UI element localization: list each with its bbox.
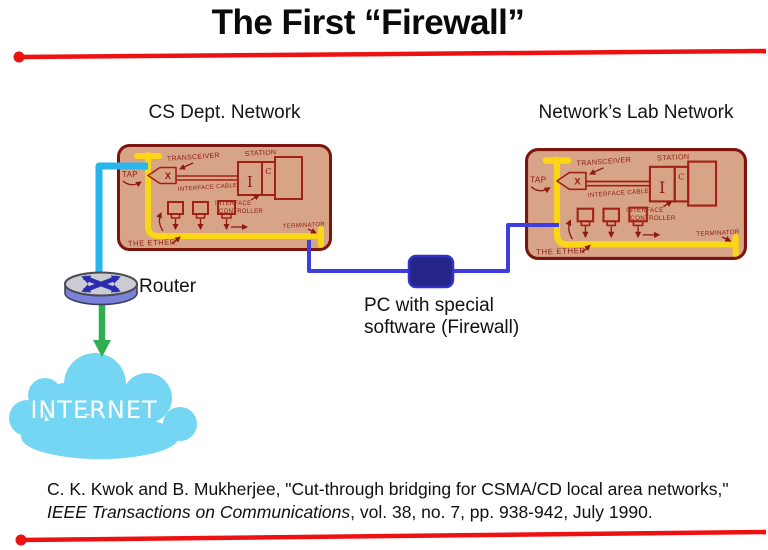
workstation: [602, 207, 620, 239]
pc-label: PC with special software (Firewall): [364, 295, 519, 339]
router-icon: [64, 271, 138, 306]
ether-pointer-arrow: [581, 244, 591, 254]
cloud-bump: [9, 400, 45, 436]
router-uplink-line: [95, 162, 148, 277]
network-panel: [525, 148, 748, 260]
interface-cable-label: INTERFACE CABLE: [178, 183, 238, 193]
bottom-rule-line: [19, 529, 767, 543]
network-label-left: CS Dept. Network: [148, 102, 301, 123]
the-ether-label: THE ETHER: [128, 237, 176, 248]
terminator-pointer-arrow: [721, 236, 732, 242]
controller-c-label: C: [265, 167, 271, 176]
interface-i-label: I: [659, 179, 665, 197]
transceiver-label: TRANSCEIVER: [576, 155, 631, 168]
ether-pointer-arrow: [171, 236, 181, 245]
controller-pointer-arrow: [250, 194, 260, 201]
network-label-right: Network’s Lab Network: [538, 102, 734, 123]
tap-label: TAP: [122, 170, 138, 179]
router-x-arm: [100, 281, 121, 293]
top-rule-dot: [13, 51, 25, 63]
internet-arrow-head: [93, 340, 111, 357]
workstation-base: [221, 213, 232, 219]
tap-label: TAP: [530, 174, 546, 184]
citation: C. K. Kwok and B. Mukherjee, "Cut-throug…: [47, 478, 729, 523]
interface-label: INTERFACE: [626, 207, 663, 214]
router-label: Router: [139, 276, 197, 297]
cloud-bump: [43, 383, 87, 427]
workstation: [192, 201, 209, 230]
pc-firewall-box: [407, 254, 455, 289]
station-box: [687, 160, 718, 207]
workstation-base: [170, 213, 181, 219]
interface-label: INTERFACE: [215, 201, 251, 207]
internet-label: INTERNET: [30, 396, 158, 424]
controller-label: CONTROLLER: [630, 215, 676, 222]
firewall-link-left: [307, 240, 409, 273]
station-box: [274, 156, 303, 200]
router-x-arrows: [81, 275, 121, 293]
interface-cable-line: [585, 180, 650, 187]
transceiver-x-label: X: [574, 177, 581, 187]
interface-cable-line: [176, 175, 238, 181]
controller-c-label: C: [678, 171, 685, 181]
ether-up-arrow: [565, 219, 574, 240]
workstation-base: [606, 220, 617, 227]
the-ether-label: THE ETHER: [536, 246, 586, 257]
ether-up-arrow: [156, 212, 164, 232]
bottom-rule-dot: [15, 534, 27, 546]
interface-cable-label: INTERFACE CABLE: [588, 188, 650, 199]
router-x-arm: [81, 281, 102, 293]
citation-line2: IEEE Transactions on Communications, vol…: [47, 501, 729, 524]
internet-arrow: [93, 304, 111, 357]
interface-i-label: I: [247, 173, 253, 191]
pc-label-line2: software (Firewall): [364, 317, 520, 338]
top-rule-line: [17, 48, 767, 60]
station-label: STATION: [657, 152, 690, 163]
workstation: [217, 200, 236, 230]
workstation: [167, 201, 184, 230]
controller-pointer-arrow: [663, 200, 673, 208]
network-panel: [117, 144, 332, 251]
transceiver-label: TRANSCEIVER: [167, 152, 220, 163]
cloud-bump: [163, 407, 197, 441]
station-label: STATION: [245, 149, 277, 158]
cloud-bump: [101, 386, 149, 434]
internet-cloud: [9, 353, 197, 459]
terminator-label: TERMINATOR: [696, 229, 740, 238]
terminator-pointer-arrow: [307, 228, 317, 234]
citation-journal: IEEE Transactions on Communications: [47, 501, 351, 522]
citation-line1: C. K. Kwok and B. Mukherjee, "Cut-throug…: [47, 479, 729, 499]
transceiver-pointer-arrow: [179, 162, 194, 170]
transceiver-x-label: X: [165, 171, 171, 181]
workstation-base: [632, 220, 644, 227]
tap-pointer-arc: [122, 180, 142, 188]
ether-cable: [145, 152, 324, 239]
workstation: [576, 207, 595, 239]
citation-volume: , vol. 38, no. 7, pp. 938-942, July 1990…: [350, 501, 653, 522]
controller-label: CONTROLLER: [219, 209, 263, 215]
tap-pointer-arc: [530, 186, 551, 194]
workstation-base: [580, 220, 591, 227]
firewall-link-right: [453, 223, 559, 273]
ethernet-sketch-left: X I C TRANSCEIVER STATION INTERFACE CABL…: [117, 144, 332, 251]
transceiver-pointer-arrow: [589, 167, 604, 175]
slide-title: The First “Firewall”: [211, 3, 525, 42]
ether-cable: [553, 156, 739, 248]
bottom-rule: [15, 529, 767, 546]
top-rule: [13, 48, 767, 63]
ethernet-sketch-right: X I C TRANSCEIVER STATION INTERFACE CABL…: [525, 148, 748, 260]
workstation-base: [195, 213, 206, 219]
pc-label-line1: PC with special: [364, 295, 494, 316]
workstation: [628, 206, 648, 239]
terminator-label: TERMINATOR: [283, 222, 326, 230]
